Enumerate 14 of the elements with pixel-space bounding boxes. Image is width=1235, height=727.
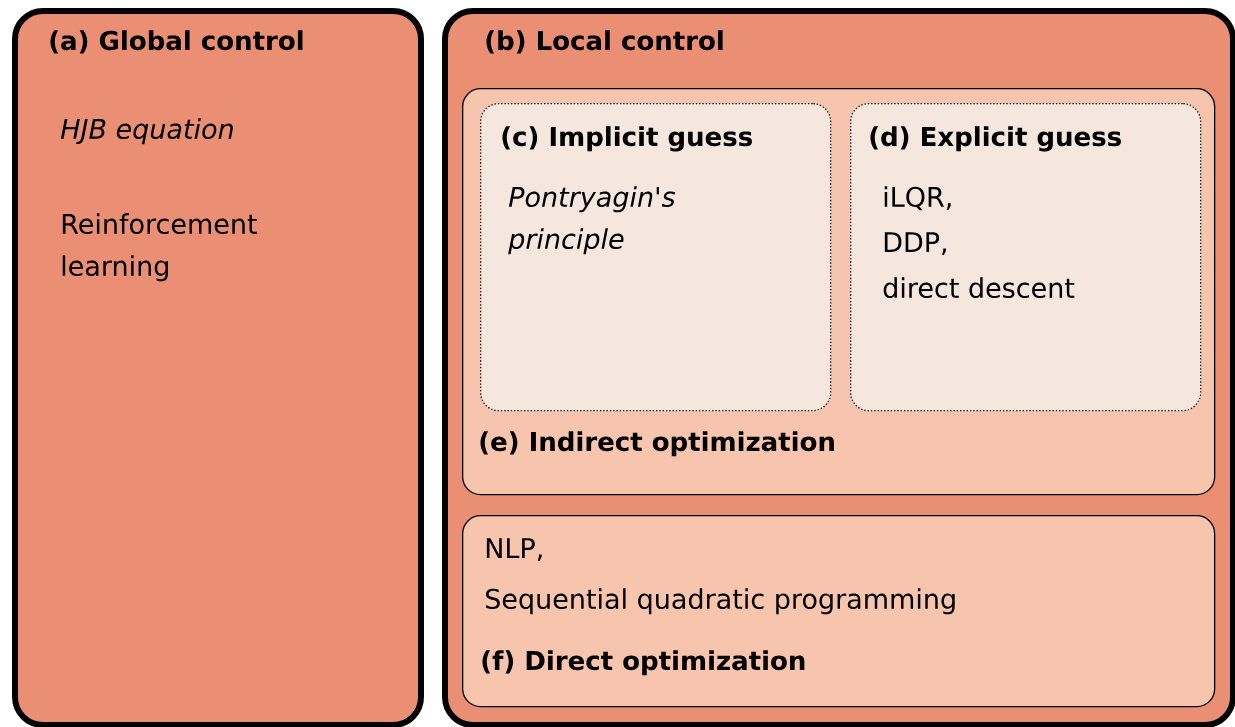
panel-heading: (a) Global control	[50, 30, 303, 54]
method-label: Sequential quadratic programming	[486, 588, 955, 615]
method-label: DDP,	[884, 232, 946, 255]
method-label: Pontryagin's principle	[508, 186, 676, 255]
panel-heading: (f) Direct optimization	[482, 650, 805, 676]
panel-heading: (e) Indirect optimization	[480, 431, 834, 457]
method-label: HJB equation	[60, 118, 233, 145]
method-label: NLP,	[486, 538, 542, 561]
panel-heading: (b) Local control	[486, 30, 723, 54]
method-label: Reinforcement learning	[62, 213, 257, 282]
method-label: direct descent	[883, 277, 1075, 299]
method-label: iLQR,	[884, 186, 951, 211]
panel-heading: (d) Explicit guess	[870, 126, 1121, 152]
panel-heading: (c) Implicit guess	[502, 126, 752, 152]
